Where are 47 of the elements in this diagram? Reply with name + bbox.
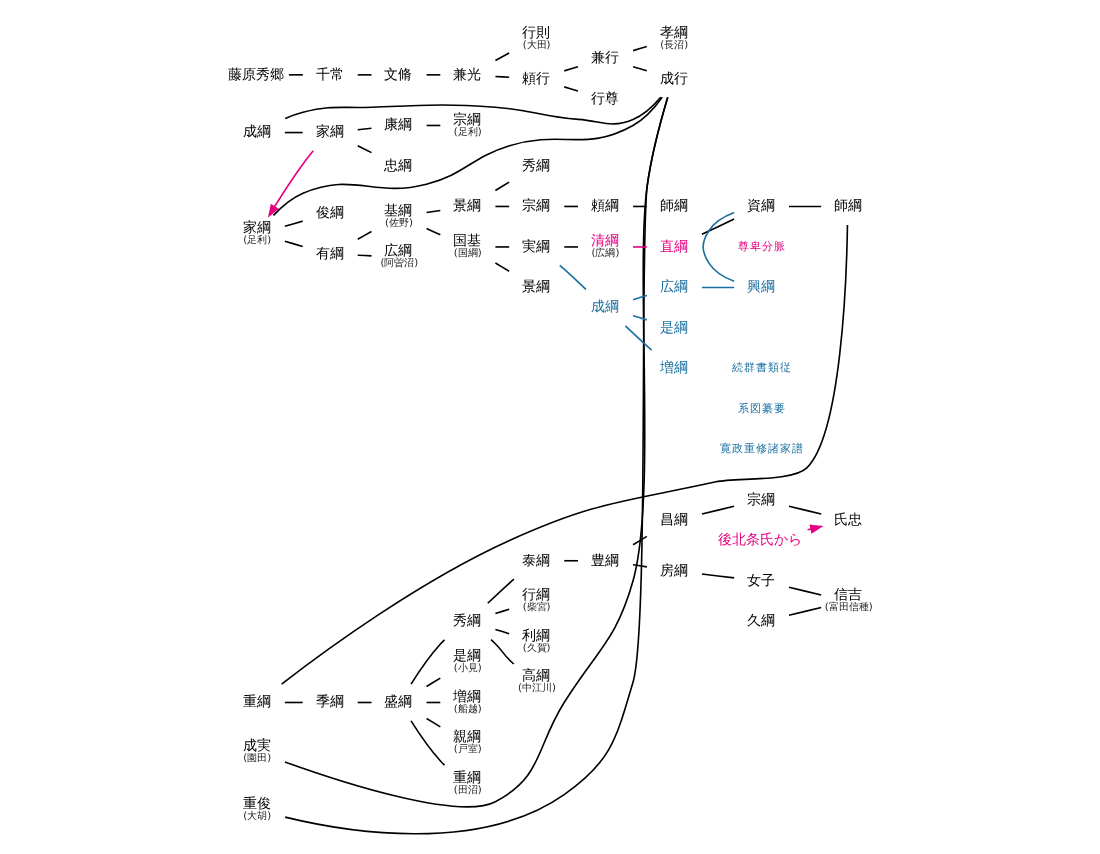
connector [424, 227, 441, 236]
connector [631, 294, 647, 301]
connector [409, 639, 445, 685]
connector [623, 325, 652, 351]
connector [562, 246, 578, 248]
connector [787, 205, 821, 208]
connector [424, 717, 441, 728]
connector [562, 86, 578, 92]
connector [271, 96, 663, 217]
connector [787, 606, 821, 616]
connector [700, 505, 734, 515]
connector [493, 628, 509, 635]
connector [355, 230, 372, 241]
connector [493, 246, 509, 248]
connector [424, 677, 441, 688]
connector [355, 74, 372, 76]
connector [489, 638, 514, 665]
connector [631, 314, 647, 321]
connector [700, 218, 734, 236]
connector [424, 209, 441, 214]
connector [787, 586, 821, 596]
connector [562, 559, 578, 562]
connector [701, 211, 734, 283]
connector [631, 563, 647, 568]
connector [279, 224, 848, 685]
connector [409, 720, 445, 766]
connector [493, 52, 509, 62]
arrow [266, 150, 314, 218]
connector [493, 608, 509, 615]
connector [424, 74, 441, 76]
connector [355, 144, 372, 154]
connector [700, 286, 734, 289]
connector [287, 74, 303, 76]
connector [700, 573, 734, 579]
connector [631, 246, 647, 248]
connector [562, 65, 578, 72]
connector [283, 220, 303, 228]
connector [485, 578, 514, 605]
connector [557, 264, 586, 291]
connector [493, 262, 509, 273]
connector [631, 535, 647, 546]
connector [493, 181, 509, 192]
connector [631, 45, 647, 52]
connector [283, 240, 303, 248]
connector [787, 505, 821, 515]
connector [631, 65, 647, 72]
connector [493, 75, 509, 79]
